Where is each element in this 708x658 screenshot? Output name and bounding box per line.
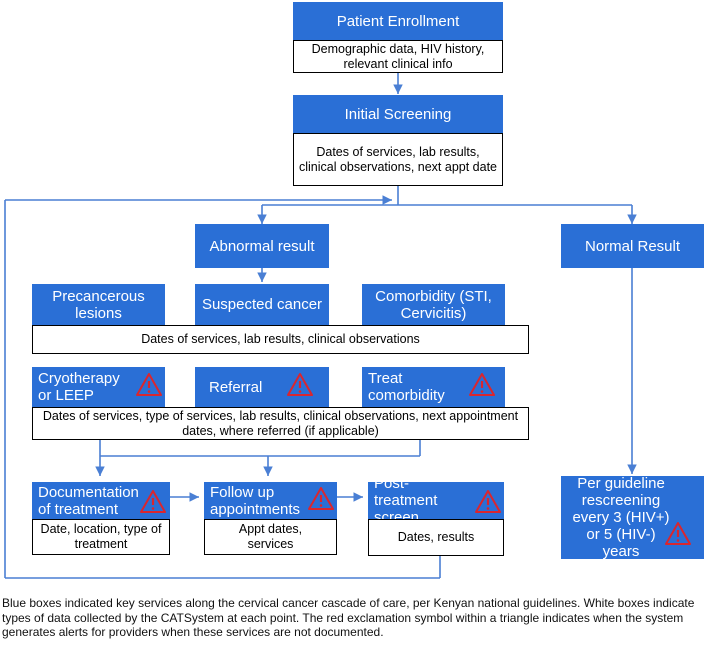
rescreening-label: Per guideline rescreening every 3 (HIV+)… xyxy=(572,475,670,560)
patient-enrollment-data-box: Demographic data, HIV history, relevant … xyxy=(293,40,503,73)
cryotherapy-box: Cryotherapy or LEEP xyxy=(32,367,165,407)
diagnosis-data-label: Dates of services, lab results, clinical… xyxy=(141,332,420,346)
initial-screening-label: Initial Screening xyxy=(344,105,452,123)
figure-caption: Blue boxes indicated key services along … xyxy=(2,596,695,639)
diagnosis-data-box: Dates of services, lab results, clinical… xyxy=(32,325,529,354)
follow-up-appointments-label: Follow up appointments xyxy=(210,483,301,518)
abnormal-result-box: Abnormal result xyxy=(195,224,329,268)
precancerous-lesions-box: Precancerous lesions xyxy=(32,284,165,325)
documentation-data-label: Date, location, type of treatment xyxy=(40,522,162,551)
initial-screening-box: Initial Screening xyxy=(293,95,503,133)
post-treatment-data-box: Dates, results xyxy=(368,519,504,556)
post-treatment-data-label: Dates, results xyxy=(397,530,475,544)
normal-result-label: Normal Result xyxy=(584,237,681,255)
patient-enrollment-data-label: Demographic data, HIV history, relevant … xyxy=(311,41,485,71)
referral-box: Referral xyxy=(195,367,329,407)
follow-up-data-box: Appt dates, services xyxy=(204,519,337,555)
referral-alert-icon xyxy=(287,373,313,396)
post-treatment-alert-icon xyxy=(475,490,501,513)
treatment-data-box: Dates of services, type of services, lab… xyxy=(32,407,529,440)
documentation-of-treatment-label: Documentation of treatment xyxy=(38,483,139,518)
documentation-data-box: Date, location, type of treatment xyxy=(32,519,170,555)
patient-enrollment-label: Patient Enrollment xyxy=(336,12,460,30)
referral-label: Referral xyxy=(209,378,263,396)
follow-up-data-label: Appt dates, services xyxy=(238,522,303,551)
cryotherapy-alert-icon xyxy=(136,373,162,396)
normal-result-box: Normal Result xyxy=(561,224,704,268)
treatment-data-label: Dates of services, type of services, lab… xyxy=(42,408,519,438)
suspected-cancer-label: Suspected cancer xyxy=(201,296,323,313)
rescreening-box: Per guideline rescreening every 3 (HIV+)… xyxy=(561,475,704,560)
suspected-cancer-box: Suspected cancer xyxy=(195,284,329,325)
follow-up-alert-icon xyxy=(308,487,334,510)
initial-screening-data-box: Dates of services, lab results, clinical… xyxy=(293,133,503,186)
rescreening-alert-icon xyxy=(665,522,691,545)
comorbidity-box: Comorbidity (STI, Cervicitis) xyxy=(362,284,505,325)
post-treatment-screen-box: Post-treatment screen xyxy=(368,475,504,526)
cryotherapy-label: Cryotherapy or LEEP xyxy=(38,370,120,404)
precancerous-lesions-label: Precancerous lesions xyxy=(52,287,145,322)
treat-comorbidity-label: Treat comorbidity xyxy=(368,370,445,404)
treat-comorbidity-alert-icon xyxy=(469,373,495,396)
abnormal-result-label: Abnormal result xyxy=(209,237,315,255)
patient-enrollment-box: Patient Enrollment xyxy=(293,2,503,40)
initial-screening-data-label: Dates of services, lab results, clinical… xyxy=(298,144,498,174)
documentation-alert-icon xyxy=(140,490,166,513)
comorbidity-label: Comorbidity (STI, Cervicitis) xyxy=(375,287,492,322)
